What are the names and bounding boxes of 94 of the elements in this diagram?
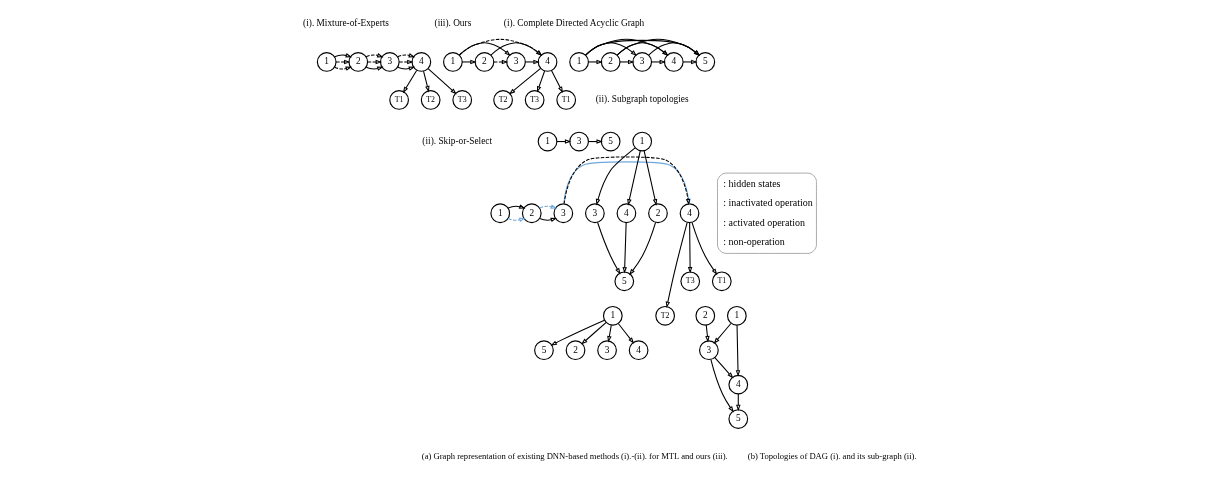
node-circle: 5 bbox=[727, 409, 748, 429]
label: (i). Mixture-of-Experts bbox=[302, 18, 389, 29]
arrow bbox=[524, 59, 540, 65]
node-circle: 3 bbox=[584, 203, 605, 224]
node-circle: 4 bbox=[679, 203, 699, 224]
arrow bbox=[595, 147, 636, 206]
node-circle: 1 bbox=[602, 305, 623, 326]
node-circle: T3 bbox=[524, 90, 545, 110]
node-circle: 2 bbox=[474, 52, 494, 72]
legend-label: : non-operation bbox=[722, 235, 785, 247]
node-circle: 3 bbox=[698, 340, 719, 361]
arrow bbox=[427, 68, 457, 95]
node-circle: 4 bbox=[616, 203, 636, 224]
node-circle: T3 bbox=[679, 271, 700, 292]
node-circle: T2 bbox=[420, 90, 441, 110]
node-circle: 4 bbox=[410, 52, 431, 72]
arrow bbox=[402, 69, 417, 94]
label: (a) Graph representation of existing DNN-based methods (i).-(ii). for MTL and ours (iii). bbox=[421, 451, 728, 462]
node-circle: 1 bbox=[568, 52, 589, 72]
arrow bbox=[647, 42, 700, 57]
arrow bbox=[489, 42, 542, 57]
arrow bbox=[606, 324, 612, 343]
legend-label: : activated operation bbox=[722, 216, 805, 228]
node-circle: T1 bbox=[388, 90, 409, 110]
arrow bbox=[643, 150, 657, 206]
arrow bbox=[365, 66, 384, 71]
node-circle: 5 bbox=[533, 340, 554, 361]
arrow bbox=[735, 324, 740, 377]
arrow bbox=[735, 393, 741, 412]
node-circle: 4 bbox=[628, 340, 648, 361]
arrow bbox=[365, 53, 384, 58]
arrow bbox=[507, 204, 526, 209]
node-circle: 2 bbox=[347, 52, 368, 72]
arrow bbox=[396, 53, 415, 58]
arrow bbox=[713, 357, 733, 379]
node-circle: 1 bbox=[726, 305, 747, 326]
label: (b) Topologies of DAG (i). and its sub-graph (ii). bbox=[747, 451, 917, 462]
arrow bbox=[682, 59, 698, 65]
node-circle: 3 bbox=[552, 203, 573, 224]
arrow bbox=[507, 217, 526, 223]
node-circle: 2 bbox=[521, 203, 542, 224]
arrow bbox=[617, 322, 634, 344]
node-circle: 5 bbox=[613, 271, 634, 292]
node-circle: T2 bbox=[654, 305, 675, 326]
arrow bbox=[333, 53, 352, 58]
arrow bbox=[650, 59, 666, 65]
arrow bbox=[580, 322, 606, 345]
label: (i). Complete Directed Acyclic Graph bbox=[503, 18, 644, 29]
arrow bbox=[396, 66, 415, 71]
arrow bbox=[398, 59, 414, 65]
node-circle: 1 bbox=[316, 52, 337, 72]
legend-label: : hidden states bbox=[722, 177, 781, 189]
arrow bbox=[366, 59, 382, 65]
node-circle: 1 bbox=[442, 52, 463, 72]
arrow bbox=[508, 67, 541, 95]
node-circle: 2 bbox=[600, 52, 621, 72]
arrow bbox=[538, 204, 557, 209]
arrow bbox=[584, 39, 700, 57]
label: (ii). Subgraph topologies bbox=[595, 94, 689, 105]
node-circle: 1 bbox=[631, 131, 652, 152]
arrow bbox=[536, 70, 545, 93]
node-circle: 1 bbox=[537, 131, 557, 152]
arrow bbox=[492, 59, 508, 65]
node-circle: 2 bbox=[694, 305, 715, 326]
arrow bbox=[626, 150, 641, 206]
arrow bbox=[550, 319, 605, 346]
label: (ii). Skip-or-Select bbox=[421, 135, 492, 146]
arrow bbox=[713, 322, 731, 344]
arrow bbox=[422, 70, 430, 93]
arrow bbox=[690, 221, 717, 275]
node-circle: T1 bbox=[555, 90, 576, 110]
node-circle: 3 bbox=[568, 131, 589, 152]
arrow bbox=[704, 324, 710, 343]
arrow bbox=[619, 59, 634, 65]
label: (iii). Ours bbox=[434, 18, 471, 29]
legend-label: : inactivated operation bbox=[722, 197, 813, 209]
arrow bbox=[587, 59, 603, 65]
node-circle: T1 bbox=[711, 271, 732, 292]
node-circle: 2 bbox=[647, 203, 668, 224]
arrow bbox=[538, 217, 557, 223]
arrow bbox=[709, 358, 734, 413]
node-circle: 5 bbox=[600, 131, 621, 152]
arrow bbox=[628, 221, 656, 276]
node-circle: 3 bbox=[596, 340, 617, 361]
arrow bbox=[335, 59, 351, 65]
arrow bbox=[550, 69, 563, 93]
node-circle: 1 bbox=[489, 203, 510, 224]
arrow bbox=[333, 66, 352, 71]
arrow bbox=[621, 222, 627, 274]
arrow bbox=[687, 222, 692, 274]
arrow bbox=[596, 221, 620, 275]
node-circle: 3 bbox=[379, 52, 400, 72]
arrow bbox=[461, 59, 477, 65]
arrow bbox=[665, 221, 688, 309]
